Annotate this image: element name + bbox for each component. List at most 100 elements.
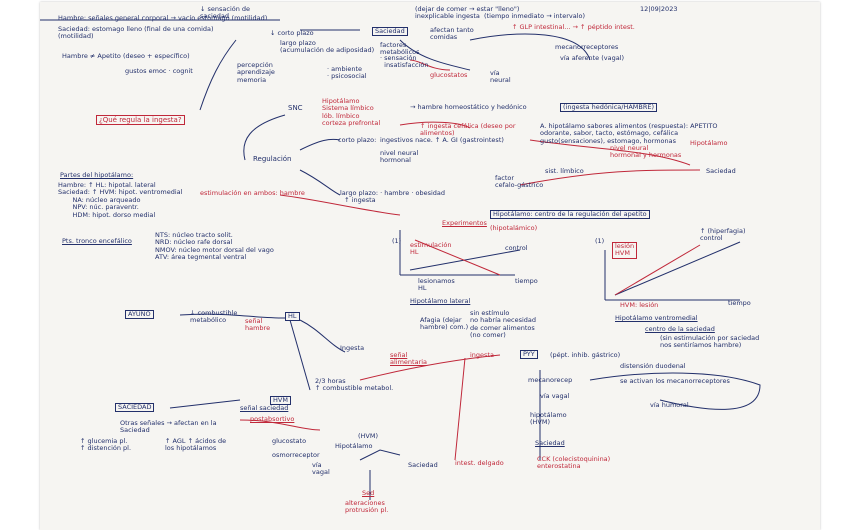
note-neural-hormonal: nivel neural hormonal y hormonas [610,145,681,160]
question-regulation: ¿Qué regula la ingesta? [96,115,185,125]
connector-hambre [200,40,236,110]
sed-label: Sed [362,490,374,497]
ingesta-label: Ingesta [340,345,364,352]
ayuno-box: AYUNO [125,310,154,319]
exp2-lesion-label: lesión HVM [612,242,637,259]
note-sist-limbico: sist. límbico [545,168,584,175]
exp1-stim-label: estimulación HL [410,242,451,257]
note-glucosa: ↑ glucemia pl. ↑ distención pl. [80,438,131,453]
saciedad-box: Saciedad [372,27,408,36]
note-sin-hambre: sin estímulo no habría necesidad de come… [470,310,536,340]
note-saciedad-def: Saciedad: estomago lleno (final de una c… [58,26,214,41]
note-combustible: ↓ combustible metabólico [190,310,237,325]
note-via-aferente: vía aferente (vagal) [560,55,624,62]
hipotalamo-hvm-label: hipotálamo (HVM) [530,412,567,427]
exp2-x-label: HVM: lesión [620,302,658,309]
note-hambre-apetito: Hambre ≠ Apetito (deseo + específico) [62,53,190,60]
note-otras-senales: Otras señales → afectan en la Saciedad [120,420,217,435]
note-activan: se activan los mecanorreceptores [620,378,730,385]
hipotalamo-red-label: Hipotálamo [690,140,727,147]
note-nivel-neural: nivel neural hormonal [380,150,418,165]
note-factor-cefalico: factor cefalo-gástrico [495,175,543,190]
note-via-humoral: vía humoral [650,402,689,409]
centro-saciedad-label: centro de la saciedad [645,326,715,333]
hvm-sign-label: (HVM) [358,433,378,440]
connector-saciedad-box [170,400,240,408]
connector-ingesta [300,320,345,352]
exp1-control-label: control [505,245,528,252]
note-afagia: Afagia (dejar hambre) com.) [420,317,468,332]
via-vagal-label: vía vagal [312,462,330,477]
tronco-list: NTS: núcleo tracto solit. NRD: núcleo ra… [155,232,274,262]
nucleos-title: Partes del hipotálamo: [60,172,133,179]
note-mecanorreceptores: mecanorreceptores [555,44,618,51]
largo-plazo-label: largo plazo: · hambre · obesidad ↑ inges… [340,190,445,205]
note-posabsorptivo: postabsortivo [250,416,294,423]
sed-desc: alteraciones protrusión pl. [345,500,388,515]
hipotalamo-lateral-label: Hipotálamo lateral [410,298,470,305]
note-ingestivos: ingestivos nace. ↑ A. GI (gastrointest) [380,137,504,144]
note-sensacion: · sensación insatisfacción [380,55,429,70]
note-pept-info: (pépt. inhib. gástrico) [550,352,620,359]
ingesta-red-label: ingesta [470,352,494,359]
exp1-y-label: (1) [392,238,401,245]
note-via-neural: vía neural [490,70,511,85]
connector-largo [300,170,340,195]
tronco-title: Pts. tronco encefálico [62,238,132,245]
osmorreceptor-label: osmorreceptor [272,452,320,459]
glucostato-label: glucostato [272,438,306,445]
note-hambre-def: Hambre: señales general corporal → vacío… [58,15,267,22]
note-distension: distensión duodenal [620,363,686,370]
note-corto-plazo: ↓ corto plazo [270,30,314,37]
snc-label: SNC [288,104,303,112]
note-lesionamos: lesionamos HL [418,278,455,293]
note-pep-intestinal: ↑ GLP intestinal... → ↑ péptido intest. [512,24,635,31]
note-senal-saciedad: señal saciedad [240,405,288,412]
note-glucostatos: glucostatos [430,72,467,79]
saciedad-bottom-label: Saciedad [408,462,438,469]
note-hambre-hom: → hambre homeostático y hedónico [410,104,527,111]
note-ultimo: (sin estimulación por saciedad nos senti… [660,335,759,350]
connector-snc-reg [244,115,285,160]
saciedad-right-label: Saciedad [706,168,736,175]
senal-alimentaria: señal alimentaria [390,352,427,367]
nucleos-list: Hambre: ↑ HL: hipotal. lateral Saciedad:… [58,182,182,219]
note-lesion-red: estimulación en ambos: hambre [200,190,305,197]
connector-hipo-b [360,450,400,460]
saciedad-box-lower: SACIEDAD [115,403,154,412]
date-label: 12|09|2023 [640,6,677,13]
saciedad-final-label: Saciedad [535,440,565,447]
note-senal-hambre: señal hambre [245,318,270,333]
hipotalamo-bottom-label: Hipotálamo [335,443,372,450]
note-largo-plazo: largo plazo (acumulación de adiposidad) [280,40,374,55]
exp2-y-label: (1) [595,238,604,245]
connector-corto [300,139,340,150]
corto-plazo-label: corto plazo: [338,137,376,144]
hl-box: HL [285,312,300,321]
note-porcentaje: 2/3 horas ↑ combustible metabol. [315,378,393,393]
via-vagal2-label: vía vagal [540,393,569,400]
connector-hl-hvm [290,320,310,390]
hipo-ventromedial-label: Hipotálamo ventromedial [615,315,698,322]
note-afectan: afectan tanto comidas [430,27,474,42]
red-connector-intest [455,358,465,460]
note-percepcion: percepción aprendizaje memoria [237,62,275,84]
mecanorecep-label: mecanorecep [528,377,572,384]
exp2-lines-label: ↑ (hiperfagia) control [700,228,746,243]
note-red-corto: ↑ ingesta cefálica (deseo por alimentos) [420,123,516,138]
note-intest-delgado: intest. delgado [455,460,504,467]
note-ambiente: · ambiente · psicosocial [327,66,367,81]
note-cck: CCK (colecistoquinina) enterostatina [537,456,610,471]
experimentos-title: Experimentos [442,220,487,227]
exp2-axis-label: tiempo [728,300,751,307]
note-gustos: gustos emoc · cognit [125,68,193,75]
snc-structures-list: Hipotálamo Sistema límbico lób. límbico … [322,98,380,128]
regulacion-label: Regulación [253,155,291,163]
note-acidos: ↑ AGL ↑ ácidos de los hipotálamos [165,438,226,453]
note-top-right: (dejar de comer → estar "lleno") inexpli… [415,6,585,21]
exp1-x-label: tiempo [515,278,538,285]
pyy-box: PYY [520,350,538,359]
ingesta-hedonica-box: (ingesta hedónica/HAMBRE) [560,103,657,112]
note-hipotalamico: (hipotalámico) [490,225,537,232]
